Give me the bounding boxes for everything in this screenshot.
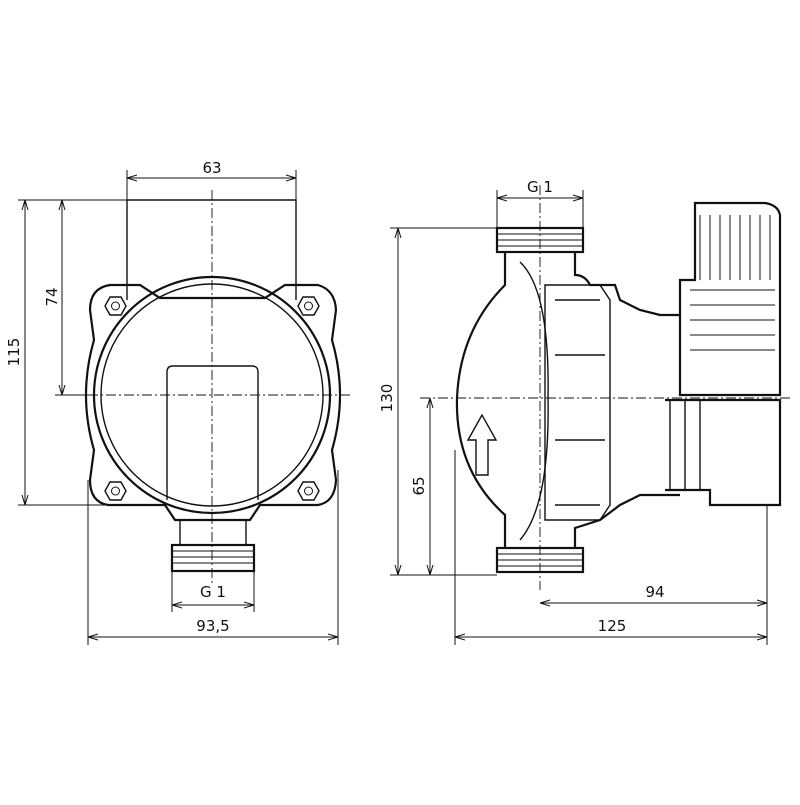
front-view: 63 115 74 G 1 93,5: [5, 159, 350, 645]
dim-front-total-width: 93,5: [196, 617, 229, 635]
motor-outline: [665, 398, 782, 507]
side-view: G 1 130 65 94 125: [378, 178, 790, 645]
flow-arrow-icon: [466, 413, 498, 476]
pump-body-outline: [455, 252, 680, 548]
nameplate: [166, 365, 259, 500]
terminal-box-outline: [126, 199, 297, 300]
dim-side-axis-to-bottom: 65: [410, 476, 428, 495]
dim-front-top-width: 63: [202, 159, 221, 177]
dim-side-axis-to-rear: 94: [645, 583, 664, 601]
dim-side-total-length: 125: [598, 617, 627, 635]
pump-flange-outline: [84, 283, 342, 522]
bottom-port-thread: [170, 520, 256, 573]
bolt-icons: [104, 296, 320, 501]
dim-front-height-to-axis: 74: [43, 287, 61, 306]
electronics-box-outline: [678, 201, 782, 397]
dim-front-thread: G 1: [200, 583, 226, 601]
dim-side-thread: G 1: [527, 178, 553, 196]
dim-front-total-height: 115: [5, 338, 23, 367]
dim-side-port-to-port: 130: [378, 384, 396, 413]
